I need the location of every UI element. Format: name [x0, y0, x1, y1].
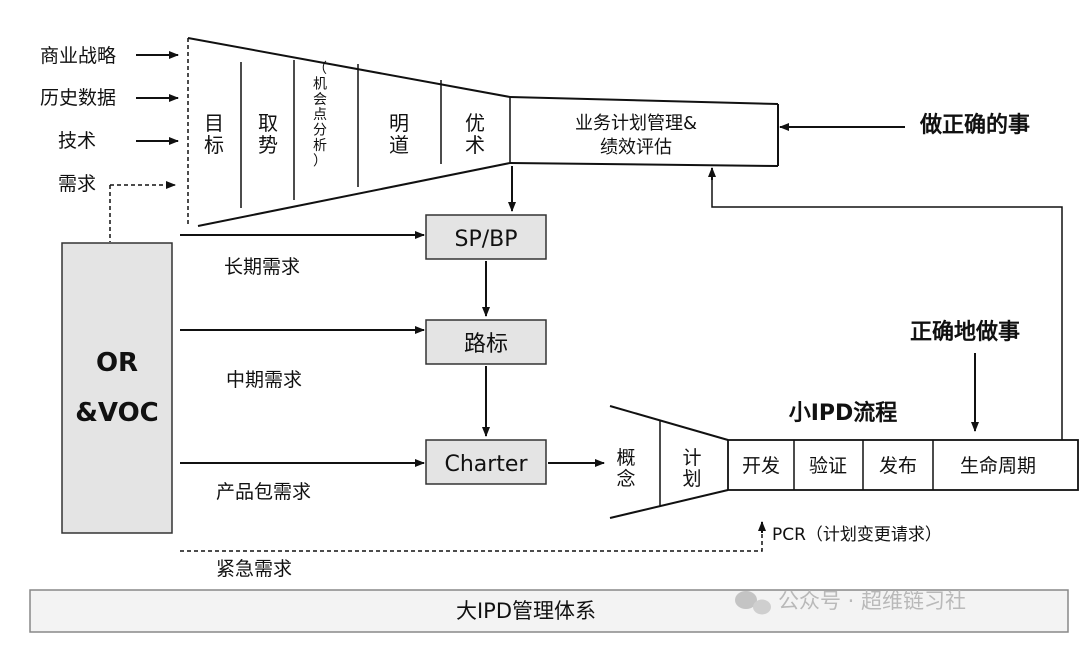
roadmap-label: 路标	[464, 332, 508, 357]
ipd-stage-verify: 验证	[809, 455, 847, 477]
or-voc-line1: OR	[96, 348, 138, 378]
funnel-stage-opportunity: （机会点分析）	[313, 61, 327, 169]
dashed-urgent-line	[180, 524, 763, 552]
label-long-term-demand: 长期需求	[224, 256, 300, 278]
label-do-right-thing: 做正确的事	[919, 112, 1030, 138]
ipd-stage-lifecycle: 生命周期	[960, 455, 1036, 477]
charter-label: Charter	[444, 452, 528, 477]
spbp-label: SP/BP	[454, 227, 517, 252]
input-business-strategy: 商业战略	[40, 45, 116, 67]
label-mid-term-demand: 中期需求	[226, 369, 302, 391]
or-voc-line2: &VOC	[75, 398, 159, 428]
small-ipd-funnel	[609, 405, 1079, 519]
label-do-thing-right: 正确地做事	[910, 319, 1020, 345]
ipd-stage-release: 发布	[879, 455, 917, 477]
watermark-text: 公众号 · 超维链习社	[778, 589, 966, 613]
ipd-system-label: 大IPD管理体系	[456, 599, 596, 623]
charter-box	[425, 439, 547, 485]
roadmap-box	[425, 319, 547, 365]
label-product-package-demand: 产品包需求	[216, 481, 311, 503]
ipd-stage-plan: 计划	[682, 447, 701, 490]
funnel-stage-method: 优术	[465, 111, 485, 157]
label-urgent-demand: 紧急需求	[216, 558, 292, 580]
strategy-funnel	[187, 37, 779, 227]
funnel-stage-momentum: 取势	[258, 111, 278, 157]
ipd-stage-develop: 开发	[742, 455, 780, 477]
spbp-box	[425, 214, 547, 260]
funnel-tail-label: 业务计划管理&绩效评估	[575, 113, 697, 158]
funnel-stage-direction: 明道	[389, 111, 409, 157]
input-demand: 需求	[58, 173, 96, 195]
input-technology: 技术	[58, 130, 96, 152]
pcr-label: PCR（计划变更请求）	[772, 525, 942, 545]
feedback-line	[711, 169, 1063, 442]
funnel-stage-target: 目标	[204, 111, 224, 157]
or-voc-box	[61, 242, 173, 534]
ipd-system-bar	[29, 589, 1069, 633]
input-historical-data: 历史数据	[40, 87, 116, 109]
small-ipd-title: 小IPD流程	[789, 400, 898, 426]
ipd-stage-concept: 概念	[616, 447, 635, 490]
wechat-icon	[735, 591, 771, 615]
